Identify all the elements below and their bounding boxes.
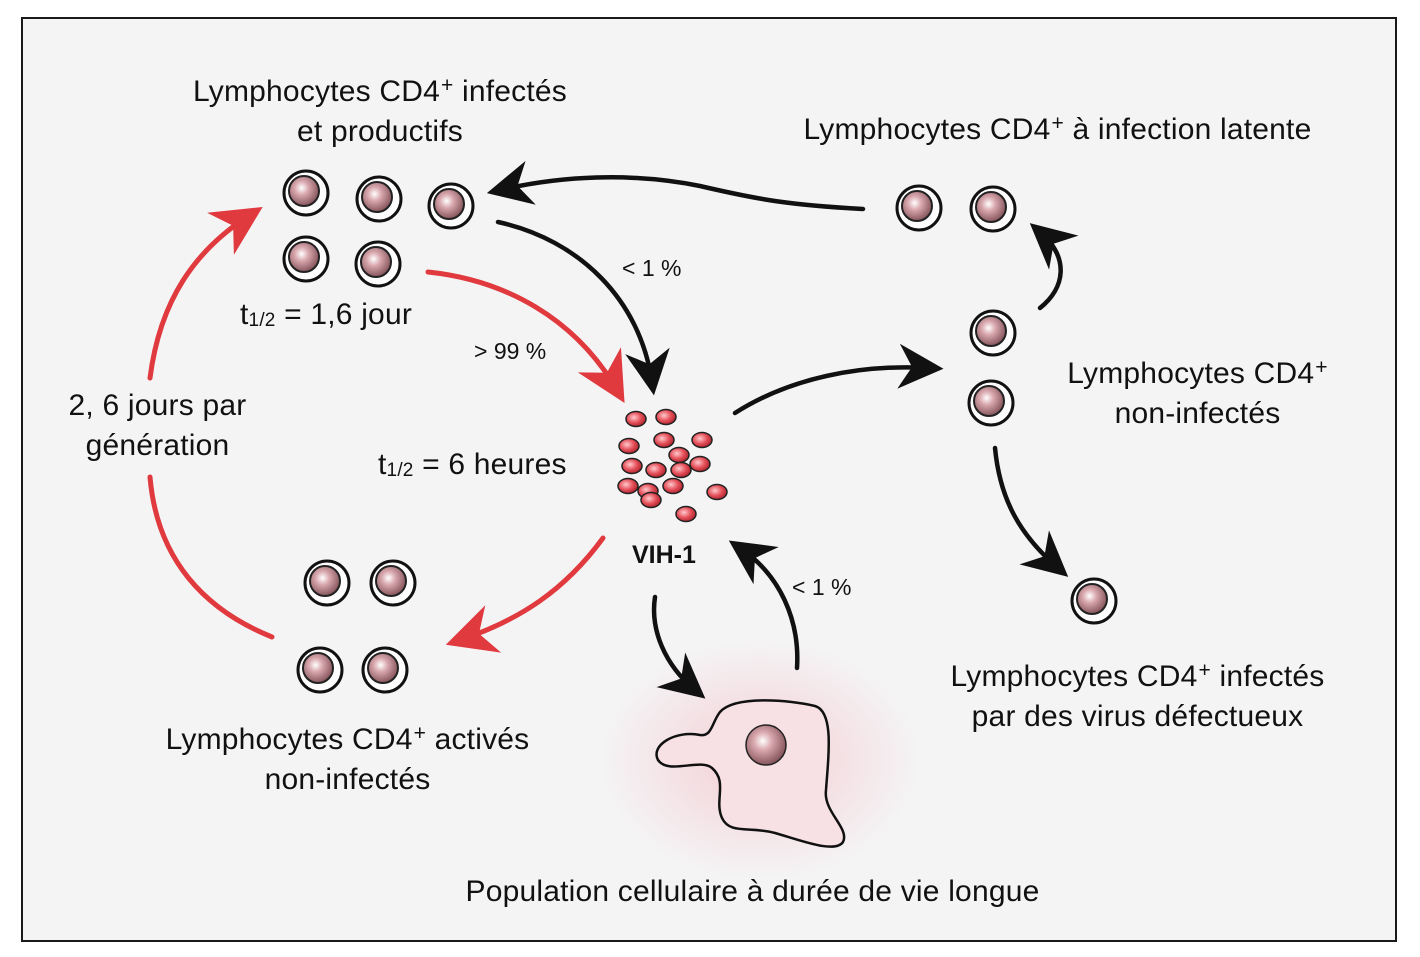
macrophage-nucleus (745, 724, 787, 766)
uninfected-cell (969, 309, 1017, 357)
virion (625, 410, 647, 428)
pct-from-long-lived: < 1 % (792, 574, 852, 600)
virion (670, 461, 692, 479)
virion (706, 483, 728, 501)
label-half-life-cells: t1/2 = 1,6 jour (240, 298, 413, 331)
activated-cell (361, 646, 409, 694)
label-activated: Lymphocytes CD4+ activés non-infectés (165, 722, 530, 796)
label-infected-productive: Lymphocytes CD4+ infectés et productifs (193, 74, 567, 148)
label-uninfected: Lymphocytes CD4+ non-infectés (1067, 356, 1328, 430)
virion (621, 457, 643, 475)
latent-cell (969, 185, 1017, 233)
infected-productive-cell (282, 169, 330, 217)
virion (662, 477, 684, 495)
arrow-productive-to-virus (425, 269, 625, 403)
activated-cell (296, 646, 344, 694)
virion (691, 431, 713, 449)
defective-virus-cell (1070, 577, 1118, 625)
arrow-generation-to-productive (147, 206, 263, 381)
virion (668, 446, 690, 464)
arrow-productive-to-virus-small (495, 219, 670, 396)
label-long-lived: Population cellulaire à durée de vie lon… (465, 875, 1040, 908)
black-arrows (486, 160, 1079, 699)
label-half-life-virus: t1/2 = 6 heures (378, 448, 567, 481)
virion-cluster (617, 408, 728, 523)
uninfected-cell (967, 379, 1015, 427)
virion (640, 491, 662, 509)
pct-productive-to-virus: > 99 % (474, 338, 547, 364)
red-arrows (147, 206, 625, 653)
activated-cell (369, 559, 417, 607)
label-virus: VIH-1 (632, 541, 696, 569)
infected-productive-cell (427, 182, 475, 230)
virion (655, 408, 677, 426)
label-generation: 2, 6 jours par génération (68, 389, 247, 462)
arrow-latent-to-productive (486, 160, 866, 212)
infected-productive-cell (354, 240, 402, 288)
virion (689, 455, 711, 473)
pct-to-virus: < 1 % (622, 255, 682, 281)
arrow-virus-to-uninfected (732, 343, 944, 416)
arrow-virus-to-long-lived (651, 594, 706, 699)
activated-cell (303, 559, 351, 607)
arrow-activated-to-productive-low (147, 474, 275, 640)
label-latent: Lymphocytes CD4+ à infection latente (803, 112, 1312, 146)
virion (675, 505, 697, 523)
latent-cell (895, 184, 943, 232)
arrow-uninfected-to-defective (992, 445, 1069, 577)
virion (618, 437, 640, 455)
infected-productive-cell (355, 175, 403, 223)
label-defective: Lymphocytes CD4+ infectés par des virus … (950, 659, 1325, 733)
arrow-virus-to-activated (445, 535, 606, 653)
arrow-long-lived-to-virus (728, 540, 800, 671)
infected-productive-cell (282, 235, 330, 283)
virion (653, 431, 675, 449)
long-lived-cell (600, 640, 920, 880)
virion (617, 477, 639, 495)
virion (645, 461, 667, 479)
cell-group (282, 169, 1118, 694)
arrow-uninfected-to-latent (1029, 223, 1079, 311)
